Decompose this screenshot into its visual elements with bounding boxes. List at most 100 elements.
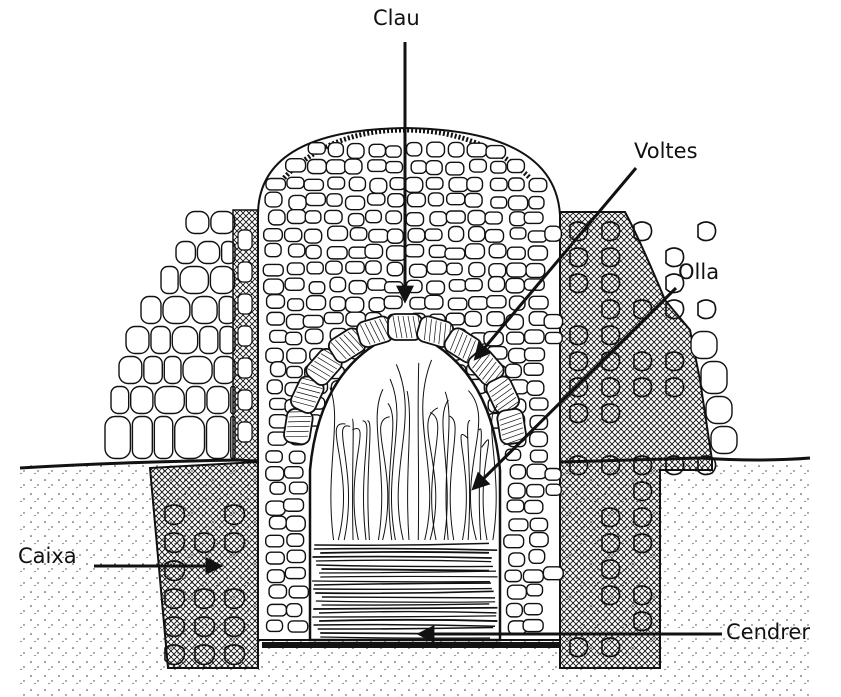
stone [527, 381, 544, 395]
stone [468, 210, 485, 224]
stone [238, 422, 252, 442]
stone [132, 417, 152, 459]
stone [330, 277, 346, 291]
stone [289, 244, 305, 257]
stone [105, 417, 130, 459]
stone [126, 327, 149, 354]
stone [508, 348, 526, 362]
stone [528, 246, 547, 260]
stone [266, 535, 284, 547]
stone [387, 262, 402, 275]
label-olla: Olla [678, 262, 719, 283]
stone [490, 178, 507, 190]
stone [445, 248, 465, 259]
left-inner-wall [233, 210, 258, 460]
stone [446, 162, 464, 175]
stone [530, 518, 547, 530]
stone [446, 211, 465, 223]
stone [267, 295, 285, 309]
stone [526, 264, 545, 278]
stone [287, 534, 304, 547]
stone [527, 584, 543, 596]
stone [183, 357, 212, 384]
stone [267, 380, 282, 394]
stone [488, 277, 504, 292]
stone [523, 620, 543, 632]
stone [163, 297, 190, 324]
label-caixa: Caixa [18, 546, 77, 567]
stone [211, 212, 235, 234]
label-clau: Clau [373, 8, 420, 29]
stone [346, 196, 365, 209]
stone [186, 387, 205, 414]
stone [530, 432, 548, 447]
stone [306, 245, 321, 258]
stone [176, 242, 195, 264]
stone [192, 297, 217, 324]
stone [369, 229, 388, 242]
stone [267, 570, 284, 583]
stone [161, 267, 178, 294]
stone [286, 516, 305, 531]
stone [284, 467, 303, 478]
stone [287, 177, 304, 188]
stone [238, 294, 252, 314]
stone [308, 143, 325, 154]
stone [410, 264, 427, 277]
stone [348, 214, 363, 226]
stone [449, 226, 464, 241]
stone [264, 229, 283, 241]
stone [489, 264, 506, 278]
stone [506, 278, 524, 292]
stone [491, 197, 507, 208]
stone [390, 178, 405, 190]
stone [270, 482, 285, 494]
stone [309, 282, 324, 294]
stone [524, 212, 543, 223]
stone [308, 160, 327, 174]
stone [449, 280, 465, 291]
stone [527, 485, 544, 497]
stone [507, 332, 524, 344]
stone [411, 161, 426, 174]
stone [449, 178, 468, 192]
stone [430, 212, 447, 226]
stone [506, 364, 522, 377]
flame-stroke [418, 363, 419, 540]
firing-chamber [283, 314, 527, 640]
stone [141, 297, 161, 324]
stone [238, 358, 252, 378]
stone [465, 193, 482, 207]
label-cendrer: Cendrer [726, 622, 810, 643]
stone [530, 533, 548, 547]
stone [510, 212, 526, 226]
stone [388, 194, 404, 207]
stone [349, 177, 365, 191]
stone [289, 195, 306, 209]
stone [175, 417, 205, 459]
stone [350, 228, 367, 241]
stone [528, 231, 546, 242]
stone [530, 450, 547, 462]
stone [486, 146, 505, 159]
stone [529, 550, 545, 564]
stone [487, 296, 506, 308]
stone [368, 193, 385, 205]
stone [489, 244, 506, 258]
stone [304, 179, 323, 190]
stone [305, 329, 323, 344]
stone [328, 226, 348, 240]
stone [180, 267, 208, 294]
stone [507, 247, 525, 259]
stone [469, 263, 485, 277]
stone [508, 483, 525, 498]
fuel-stick [320, 576, 497, 577]
stone [265, 243, 281, 256]
stone [286, 159, 306, 172]
stone [387, 229, 403, 243]
left-outer-wall [105, 212, 235, 459]
stone [269, 585, 286, 598]
stone [210, 267, 234, 294]
stone [287, 348, 306, 363]
